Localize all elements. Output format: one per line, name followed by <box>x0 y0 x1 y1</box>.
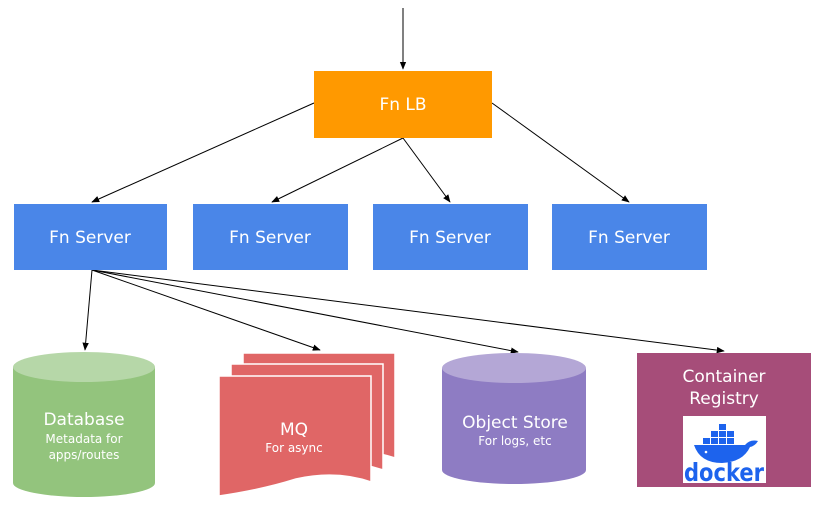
server-node-2: Fn Server <box>193 204 348 270</box>
object-store-cylinder-body <box>442 355 586 484</box>
edge-lb-to-server-1 <box>91 102 315 203</box>
server-label: Fn Server <box>588 228 670 248</box>
edge-server-to-object-store <box>91 269 519 354</box>
load-balancer-label: Fn LB <box>379 95 426 115</box>
database-label: Database <box>43 410 124 430</box>
database-node: Database Metadata for apps/routes <box>13 352 155 497</box>
edge-server-to-mq <box>91 269 321 351</box>
server-row: Fn Server Fn Server Fn Server Fn Server <box>14 204 707 270</box>
docker-whale-icon <box>694 424 758 463</box>
database-sublabel: apps/routes <box>49 448 120 462</box>
server-box <box>373 204 528 270</box>
mq-sublabel: For async <box>265 441 322 455</box>
object-store-label: Object Store <box>462 413 568 433</box>
edges <box>82 8 725 354</box>
edge-server-to-registry <box>91 269 725 354</box>
edge-lb-to-server-4 <box>491 102 630 203</box>
edge-server-to-database <box>82 269 93 351</box>
load-balancer-box <box>314 71 492 138</box>
edge-lb-to-server-3 <box>402 137 451 203</box>
object-store-cylinder-top <box>442 353 586 383</box>
mq-node: MQ For async <box>218 352 396 497</box>
registry-node: Container Registry doc <box>637 353 811 487</box>
mq-label: MQ <box>280 420 308 440</box>
docker-wordmark: docker <box>684 458 765 487</box>
database-cylinder-top <box>13 352 155 382</box>
server-node-3: Fn Server <box>373 204 528 270</box>
database-sublabel: Metadata for <box>45 432 122 446</box>
server-label: Fn Server <box>49 228 131 248</box>
docker-logo: docker <box>683 416 766 487</box>
server-label: Fn Server <box>409 228 491 248</box>
registry-label: Container <box>682 367 765 387</box>
database-cylinder-body <box>13 354 155 497</box>
server-label: Fn Server <box>229 228 311 248</box>
server-box <box>193 204 348 270</box>
object-store-sublabel: For logs, etc <box>478 434 551 448</box>
object-store-node: Object Store For logs, etc <box>442 353 586 484</box>
server-node-4: Fn Server <box>552 204 707 270</box>
server-box <box>14 204 167 270</box>
load-balancer-node: Fn LB <box>314 71 492 138</box>
server-node-1: Fn Server <box>14 204 167 270</box>
registry-label: Registry <box>689 389 759 409</box>
edge-lb-to-server-2 <box>271 137 404 203</box>
server-box <box>552 204 707 270</box>
mq-document-front <box>218 375 372 497</box>
